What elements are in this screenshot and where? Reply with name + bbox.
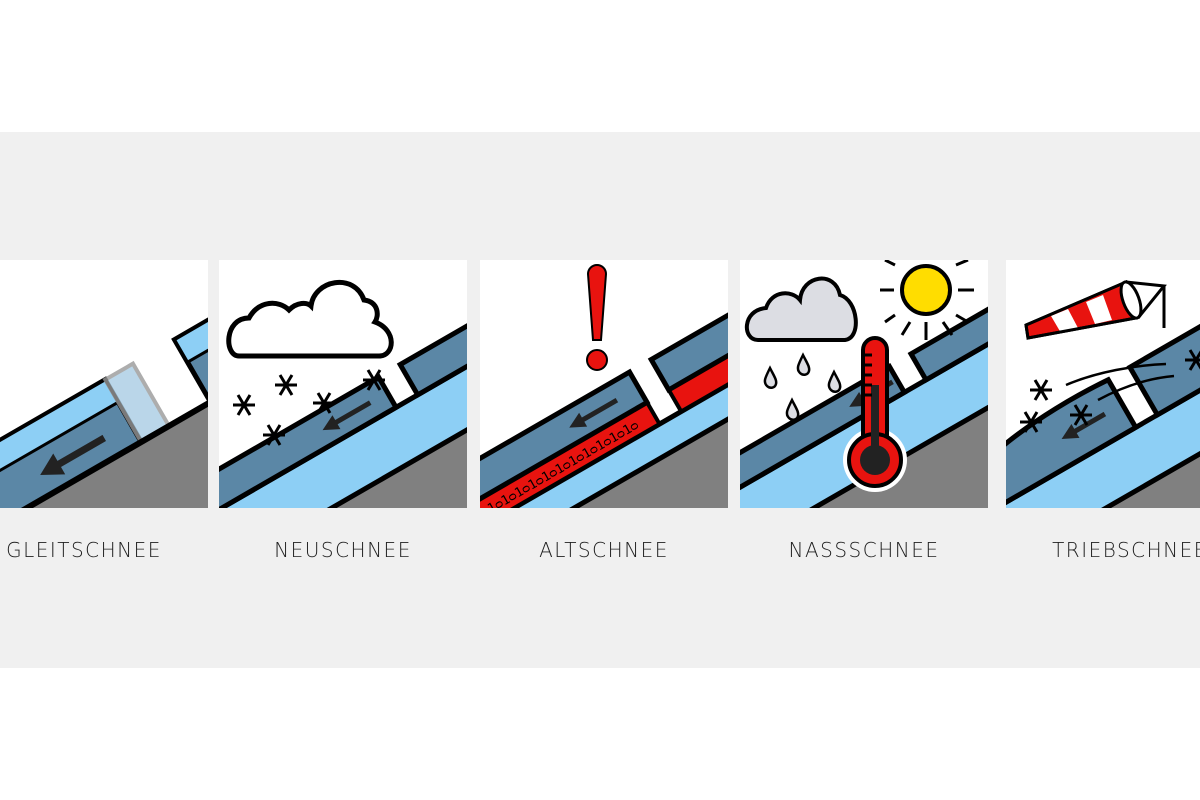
wet-snow-card[interactable] (740, 260, 988, 508)
sun-icon (880, 260, 974, 340)
wet-snow-label: NASSSCHNEE (788, 538, 940, 562)
snowflakes-icon (233, 369, 385, 446)
snowflakes-icon (1020, 349, 1200, 433)
wet-snow-icon (740, 260, 988, 508)
rain-cloud-icon (744, 276, 858, 342)
wind-slab-icon (1006, 263, 1200, 508)
wind-slab-label: TRIEBSCHNEE (1052, 538, 1200, 562)
glide-snow-label: GLEITSCHNEE (6, 538, 162, 562)
cloud-icon (226, 280, 394, 359)
raindrops-icon (763, 352, 842, 421)
new-snow-card[interactable] (219, 260, 467, 508)
thermometer-icon (843, 336, 907, 492)
glide-snow-icon (0, 260, 208, 508)
persistent-weak-layer-card[interactable]: ᴑ1ᴑ1ᴑ1ᴑ1ᴑ1ᴑ1ᴑ1ᴑ1ᴑ1ᴑ1ᴑ1ᴑ1ᴑ1ᴑ (480, 260, 728, 508)
exclamation-icon (586, 264, 608, 371)
wind-slab-card[interactable] (1006, 260, 1200, 508)
new-snow-icon (219, 261, 467, 508)
persistent-weak-layer-label: ALTSCHNEE (539, 538, 669, 562)
persistent-weak-layer-icon: ᴑ1ᴑ1ᴑ1ᴑ1ᴑ1ᴑ1ᴑ1ᴑ1ᴑ1ᴑ1ᴑ1ᴑ1ᴑ1ᴑ (480, 260, 728, 508)
new-snow-label: NEUSCHNEE (274, 538, 412, 562)
wind-lines-icon (1065, 362, 1175, 402)
windsock-icon (1024, 279, 1167, 340)
glide-snow-card[interactable] (0, 260, 208, 508)
